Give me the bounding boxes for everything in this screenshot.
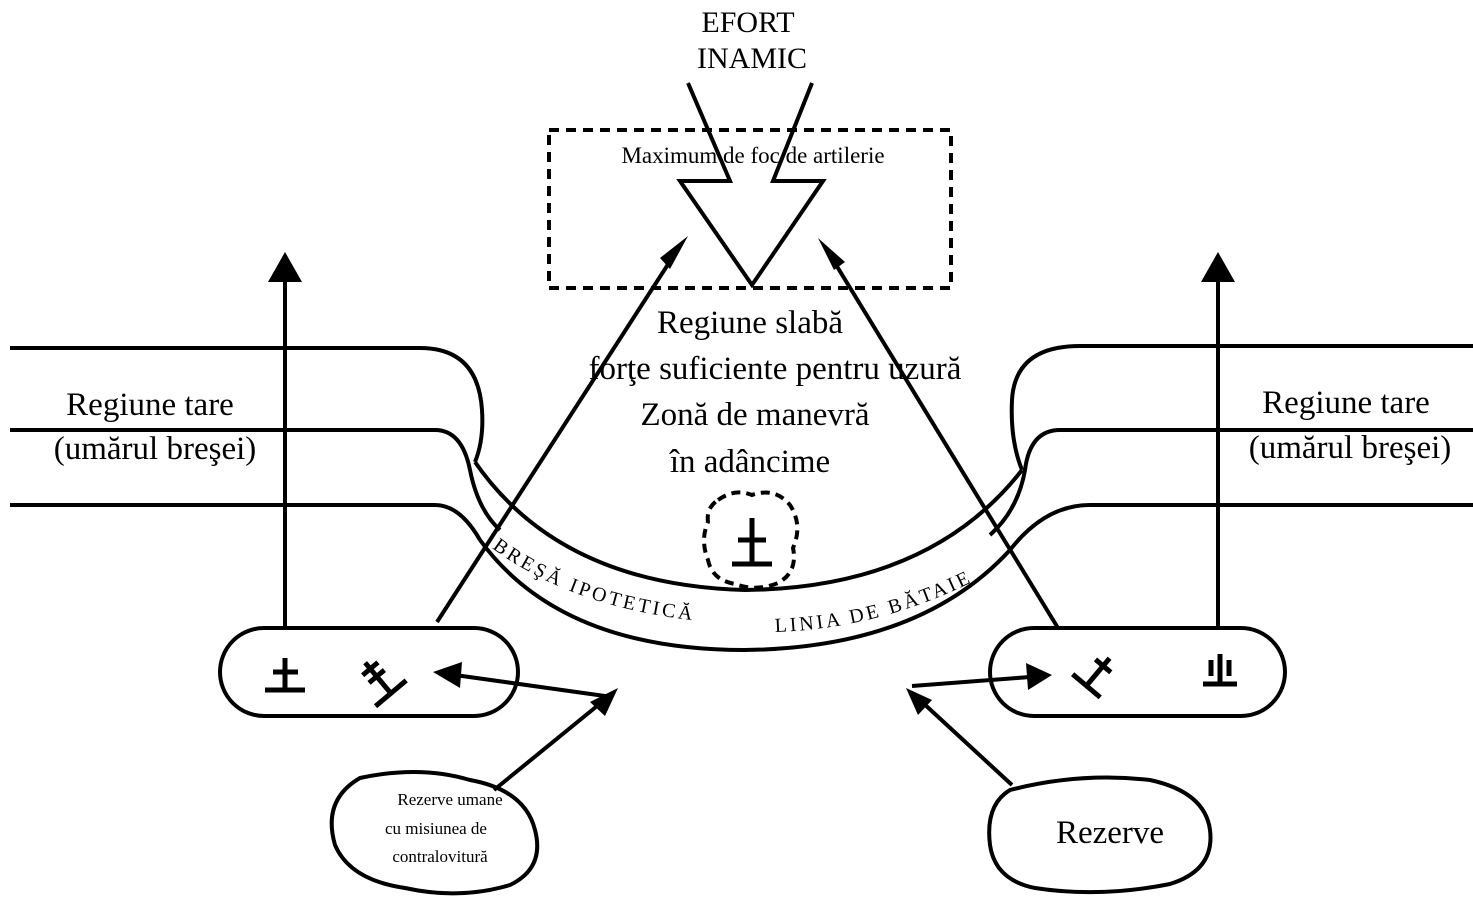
left-reserve-arrowhead-up [590,688,618,716]
reserves-label: Rezerve [1056,815,1164,851]
right-artillery-unit-icon [1071,656,1113,700]
counterattack-reserve-label-line1: Rezerve umane [397,790,502,809]
left-infantry-unit-icon [265,658,305,693]
left-reserve-arrowhead-unit [433,662,462,688]
right-diagonal-arrow [828,253,1060,630]
counterattack-reserve: Rezerve umane cu misiunea de contralovit… [329,769,540,896]
right-vertical-arrowhead [1201,252,1235,282]
arrows [268,236,1235,792]
front-lines-right [988,344,1473,552]
artillery-fire-box [547,128,953,290]
artillery-fire-label: Maximum de foc de artilerie [621,143,884,168]
left-unit-group [218,626,520,718]
weak-region-label: Regiune slabă [657,305,843,341]
dashed-cloud [702,490,800,590]
front-lines-left [10,346,502,541]
counterattack-reserve-blob [329,769,540,896]
left-vertical-arrowhead [268,252,302,282]
right-reserve-arrowhead-up [906,688,932,715]
right-diagonal-arrowhead [818,238,845,270]
right-unit-group [988,626,1287,718]
counterattack-reserve-label-line3: contralovitură [392,847,488,866]
right-reserve-arrow-up [920,700,1014,787]
left-diagonal-arrow [435,250,678,624]
shoulder-left-label: (umărul breşei) [54,431,257,467]
counterattack-reserve-label-line2: cu misiunea de [385,819,487,838]
enemy-effort-label-line1: EFORT [701,6,794,39]
infantry-unit-icon [732,518,772,567]
right-reserve-arrowhead-unit [1026,663,1052,690]
strong-region-right-label: Regiune tare [1262,385,1430,421]
left-reserve-arrow-to-unit [454,673,613,699]
shoulder-right-label: (umărul breşei) [1249,430,1452,466]
reserves: Rezerve [987,775,1213,895]
strong-region-left-label: Regiune tare [66,387,234,423]
left-diagonal-arrowhead [660,236,688,269]
right-reserve-arrow-to-unit [911,675,1031,688]
maneuver-zone-label-line2: în adâncime [669,444,830,480]
left-artillery-unit-icon [361,660,408,709]
enemy-effort-label-line2: INAMIC [697,42,807,75]
depth-maneuver-unit [702,490,800,590]
left-reserve-arrow-up [492,700,604,792]
right-artillery-unit-icon-2 [1203,654,1237,687]
left-unit-capsule [218,626,520,718]
reserves-blob [987,775,1213,895]
enemy-effort-arrow-icon [676,82,827,289]
maneuver-zone-label-line1: Zonă de manevră [640,397,869,433]
breach-band [473,460,1024,653]
right-unit-capsule [988,626,1287,718]
